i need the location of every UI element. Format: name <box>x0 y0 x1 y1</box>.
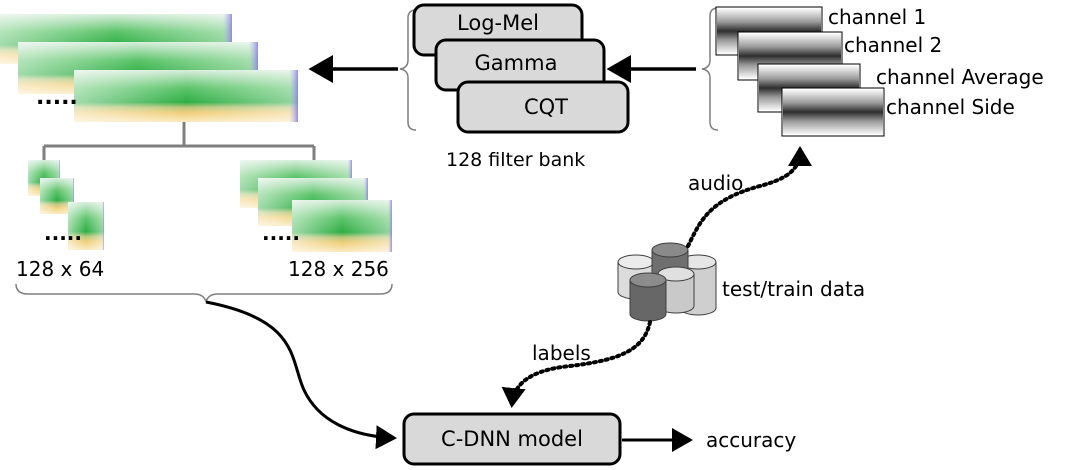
channel-side-label: channel Side <box>886 95 1015 119</box>
patch-size-right: 128 x 256 <box>288 257 389 281</box>
patch-size-left: 128 x 64 <box>16 257 104 281</box>
patches-right-ellipsis: ..... <box>262 221 300 245</box>
box-cqt <box>456 80 630 134</box>
patch-shade <box>292 200 392 252</box>
channel-1-label: channel 1 <box>828 5 926 29</box>
patches-left-ellipsis: ..... <box>44 221 82 245</box>
model-box <box>402 412 622 466</box>
accuracy-label: accuracy <box>706 428 796 452</box>
channel-waveforms <box>715 6 885 137</box>
patches-128x64 <box>28 160 104 250</box>
split-tree <box>42 122 316 160</box>
data-store-label: test/train data <box>722 277 865 301</box>
spectrogram-stack <box>0 14 298 122</box>
patches-128x256 <box>240 160 392 252</box>
waveform-fill <box>783 89 883 135</box>
channel-2-label: channel 2 <box>844 33 942 57</box>
patches-brace <box>15 283 393 303</box>
filterbank-logmel: Log-Mel <box>457 11 539 35</box>
audio-arrow <box>686 146 812 248</box>
spectrogram-shade <box>74 70 298 122</box>
filterbank-boxes: Log-Mel Gamma CQT <box>412 3 630 134</box>
labels-label: labels <box>532 341 591 365</box>
channels-brace <box>701 7 719 131</box>
database-icon <box>617 242 717 322</box>
filterbank-caption: 128 filter bank <box>446 149 585 171</box>
audio-label: audio <box>688 171 743 195</box>
filterbank-cqt: CQT <box>524 95 568 119</box>
filterbank-gamma: Gamma <box>475 51 558 75</box>
channel-average-label: channel Average <box>876 65 1044 89</box>
patches-to-model-arrow <box>205 300 397 450</box>
patch-shade <box>68 202 104 250</box>
labels-arrow <box>501 320 652 408</box>
stack-ellipsis: ..... <box>36 85 78 110</box>
model-label: C-DNN model <box>441 427 583 451</box>
filterbank-brace-left <box>399 9 417 131</box>
